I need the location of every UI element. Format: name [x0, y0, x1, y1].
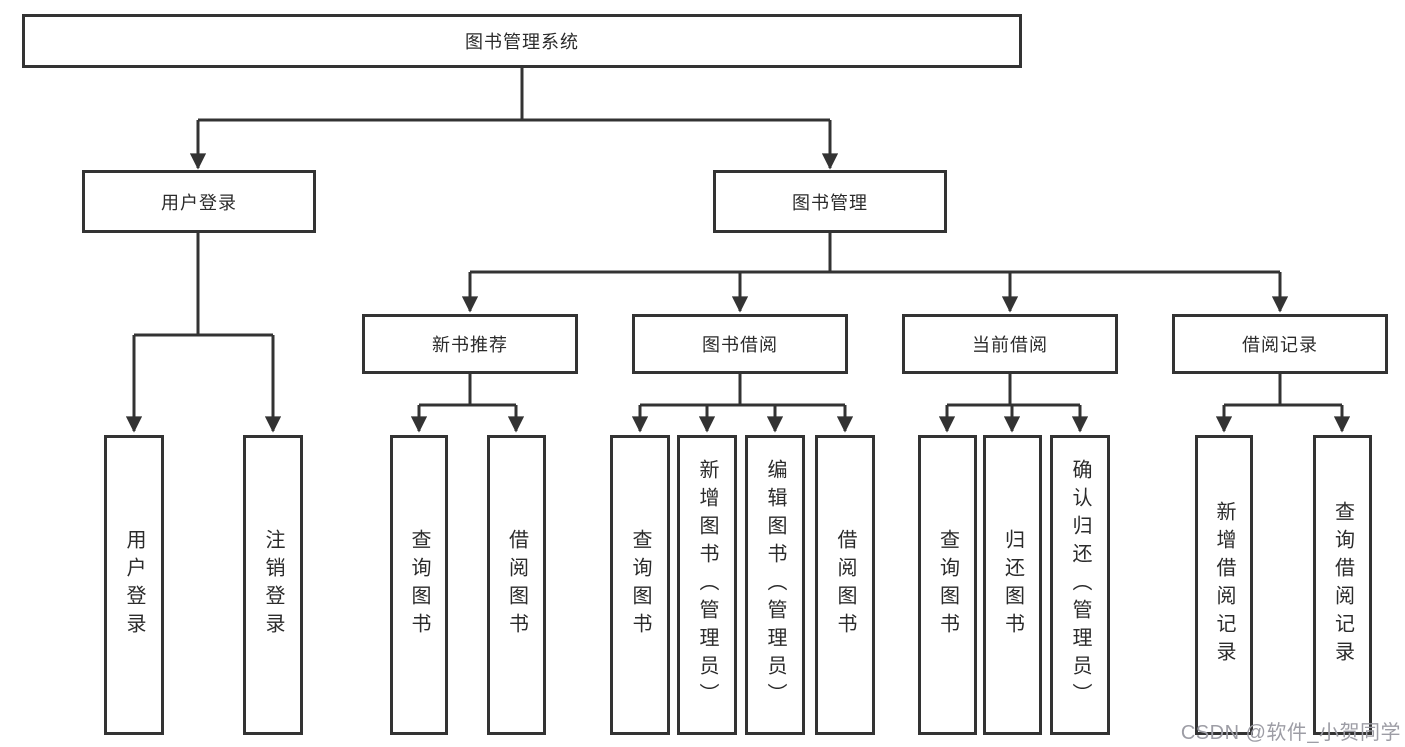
- node-current-borrowing: 当前借阅: [902, 314, 1118, 374]
- node-borrowing-records: 借阅记录: [1172, 314, 1388, 374]
- node-book-management: 图书管理: [713, 170, 947, 233]
- leaf-borrow-books-borrowing: 借阅图书: [815, 435, 875, 735]
- leaf-query-borrow-record: 查询借阅记录: [1313, 435, 1372, 735]
- node-user-login: 用户登录: [82, 170, 316, 233]
- leaf-confirm-return-admin: 确认归还（管理员）: [1050, 435, 1110, 735]
- leaf-edit-books-admin: 编辑图书（管理员）: [745, 435, 805, 735]
- node-library-management-system: 图书管理系统: [22, 14, 1022, 68]
- leaf-user-login: 用户登录: [104, 435, 164, 735]
- csdn-watermark: CSDN @软件_小贺同学: [1180, 722, 1401, 744]
- leaf-add-books-admin: 新增图书（管理员）: [677, 435, 737, 735]
- leaf-logout: 注销登录: [243, 435, 303, 735]
- leaf-return-books: 归还图书: [983, 435, 1042, 735]
- leaf-borrow-books-newbook: 借阅图书: [487, 435, 546, 735]
- node-new-book-recommendation: 新书推荐: [362, 314, 578, 374]
- node-book-borrowing: 图书借阅: [632, 314, 848, 374]
- leaf-query-books-current: 查询图书: [918, 435, 977, 735]
- leaf-query-books-borrowing: 查询图书: [610, 435, 670, 735]
- leaf-query-books-newbook: 查询图书: [390, 435, 448, 735]
- leaf-add-borrow-record: 新增借阅记录: [1195, 435, 1253, 735]
